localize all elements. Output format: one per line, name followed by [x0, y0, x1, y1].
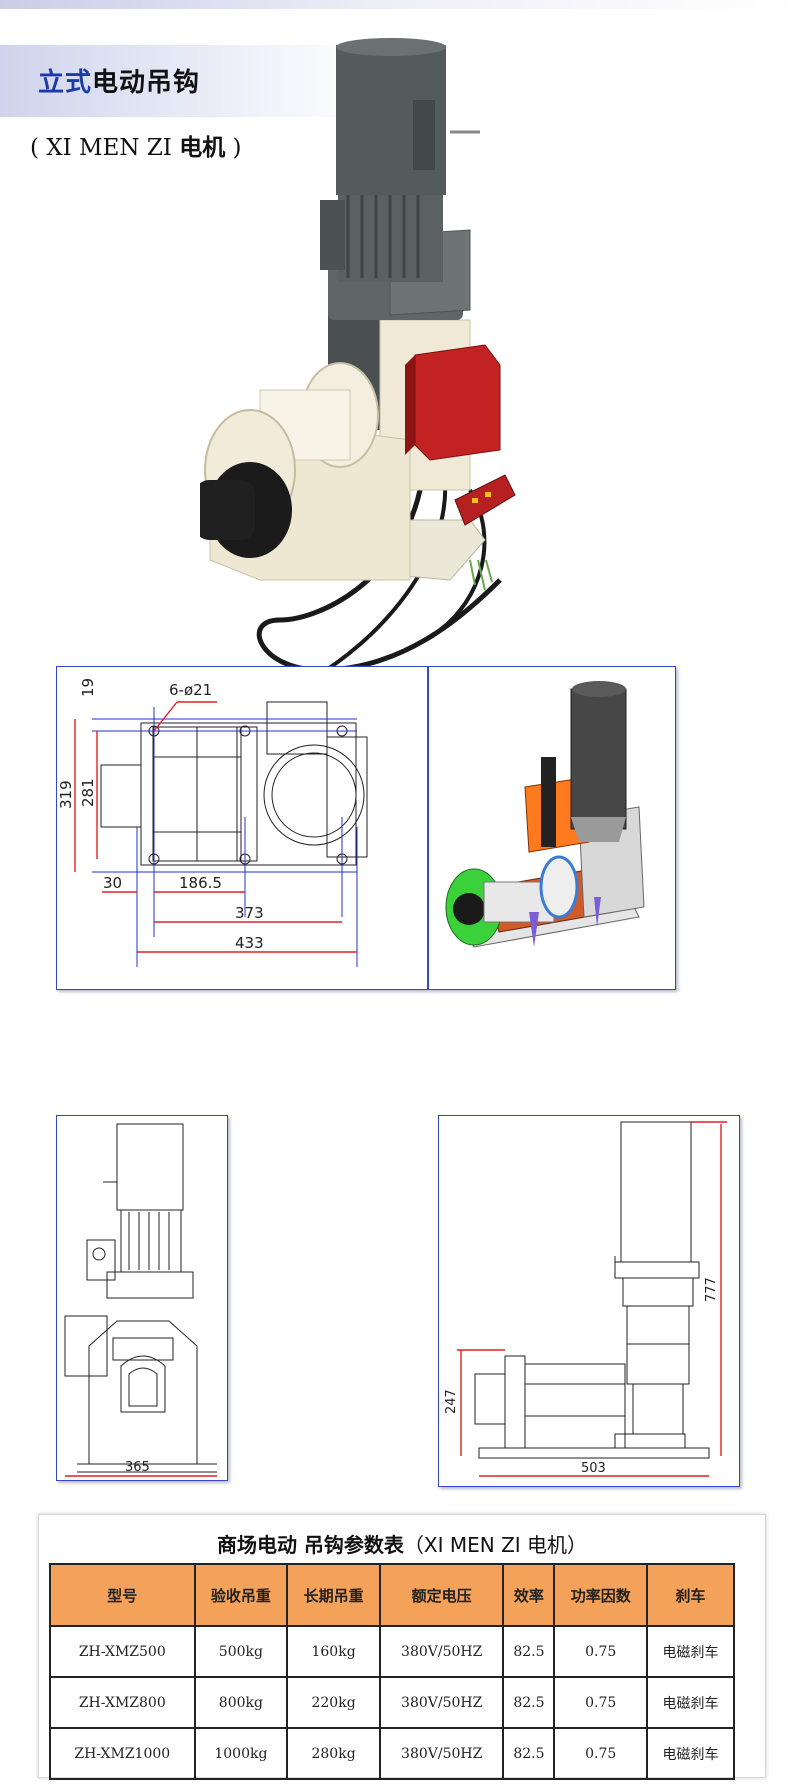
table-row: ZH-XMZ800 800kg 220kg 380V/50HZ 82.5 0.7… [49, 1676, 735, 1729]
cell-efficiency: 82.5 [502, 1727, 556, 1780]
title-banner [0, 45, 370, 117]
cell-model: ZH-XMZ800 [49, 1676, 196, 1729]
cell-voltage: 380V/50HZ [378, 1676, 505, 1729]
cell-voltage: 380V/50HZ [378, 1727, 505, 1780]
page-subtitle: ( XI MEN ZI 电机 ) [30, 128, 242, 162]
cell-brake: 电磁刹车 [646, 1676, 735, 1729]
top-accent-line [0, 0, 800, 9]
drawing-side-view: 365 [56, 1115, 228, 1481]
cell-brake: 电磁刹车 [646, 1727, 735, 1780]
cell-model: ZH-XMZ500 [49, 1625, 196, 1678]
cell-brake: 电磁刹车 [646, 1625, 735, 1678]
dim-373-label: 373 [235, 904, 264, 922]
col-voltage: 额定电压 [378, 1563, 505, 1627]
cell-voltage: 380V/50HZ [378, 1625, 505, 1678]
cell-test-load: 800kg [193, 1676, 289, 1729]
col-test-load: 验收吊重 [193, 1563, 289, 1627]
dim-247-label: 247 [444, 1389, 459, 1414]
title-main: 电动吊钩 [92, 68, 201, 98]
subtitle-prefix: ( XI MEN ZI [30, 135, 180, 161]
hole-spec-label: 6-ø21 [169, 681, 212, 699]
col-brake: 刹车 [646, 1563, 735, 1627]
subtitle-bold: 电机 [179, 134, 226, 161]
cell-power-factor: 0.75 [553, 1676, 649, 1729]
page-title: 立式电动吊钩 [38, 62, 200, 99]
col-efficiency: 效率 [502, 1563, 556, 1627]
drawing-3d-render [428, 666, 676, 990]
dim-777-label: 777 [704, 1277, 719, 1302]
parameter-table: 型号 验收吊重 长期吊重 额定电压 效率 功率因数 刹车 ZH-XMZ500 5… [49, 1563, 735, 1780]
cell-long-load: 280kg [286, 1727, 381, 1780]
cell-long-load: 220kg [286, 1676, 381, 1729]
drawing-top-view: 19 6-ø21 319 281 30 186.5 373 433 [56, 666, 428, 990]
title-highlight: 立式 [38, 68, 93, 98]
dim-503-label: 503 [581, 1461, 606, 1476]
dim-19-label: 19 [79, 678, 97, 697]
table-header-row: 型号 验收吊重 长期吊重 额定电压 效率 功率因数 刹车 [49, 1563, 735, 1627]
product-photo [195, 20, 600, 750]
dim-186-5-label: 186.5 [179, 874, 222, 892]
dim-433-label: 433 [235, 934, 264, 952]
col-model: 型号 [49, 1563, 196, 1627]
table-row: ZH-XMZ1000 1000kg 280kg 380V/50HZ 82.5 0… [49, 1727, 735, 1780]
cell-power-factor: 0.75 [553, 1727, 649, 1780]
dim-319-label: 319 [57, 780, 75, 809]
dim-30-label: 30 [103, 874, 122, 892]
cell-long-load: 160kg [286, 1625, 381, 1678]
table-caption-main: 商场电动 吊钩参数表 [216, 1533, 404, 1557]
cell-test-load: 500kg [193, 1625, 289, 1678]
cell-model: ZH-XMZ1000 [49, 1727, 196, 1780]
cell-power-factor: 0.75 [553, 1625, 649, 1678]
dim-365-label: 365 [125, 1460, 150, 1475]
dim-281-label: 281 [79, 778, 97, 807]
col-long-load: 长期吊重 [286, 1563, 381, 1627]
drawing-front-view: 777 247 503 [438, 1115, 740, 1487]
col-power-factor: 功率因数 [553, 1563, 649, 1627]
cell-test-load: 1000kg [193, 1727, 289, 1780]
table-row: ZH-XMZ500 500kg 160kg 380V/50HZ 82.5 0.7… [49, 1625, 735, 1678]
cell-efficiency: 82.5 [502, 1676, 556, 1729]
table-caption-sub: （XI MEN ZI 电机） [403, 1533, 588, 1557]
parameter-table-box: 商场电动 吊钩参数表（XI MEN ZI 电机） 型号 验收吊重 长期吊重 额定… [38, 1514, 766, 1780]
table-caption: 商场电动 吊钩参数表（XI MEN ZI 电机） [39, 1529, 765, 1558]
cell-efficiency: 82.5 [502, 1625, 556, 1678]
subtitle-suffix: ) [225, 135, 242, 161]
